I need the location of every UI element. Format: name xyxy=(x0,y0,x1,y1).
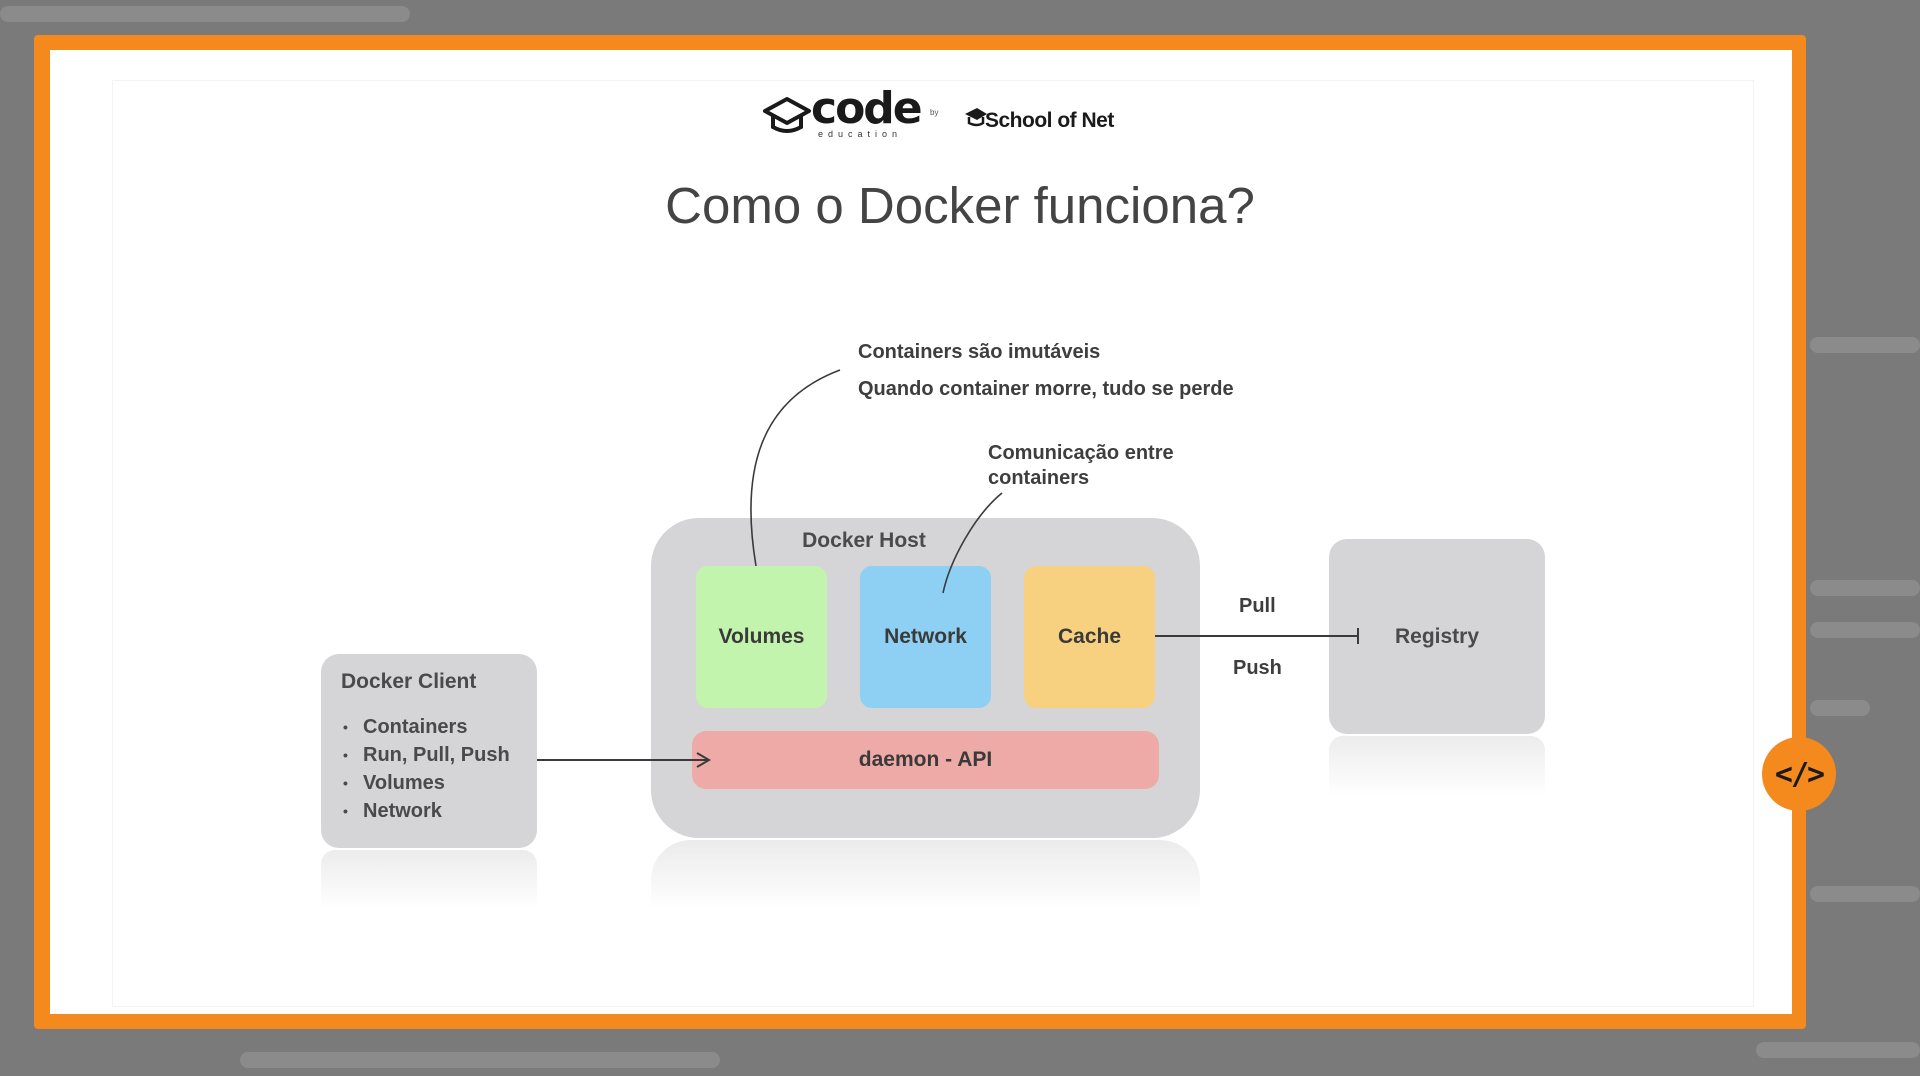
background-bar xyxy=(1810,622,1920,638)
logo-by-text: by xyxy=(930,108,939,117)
list-item-label: Containers xyxy=(363,716,468,738)
list-item-label: Volumes xyxy=(363,772,445,794)
code-logo-text: code xyxy=(811,83,923,134)
cache-block: Cache xyxy=(1024,566,1155,708)
bullet-icon: • xyxy=(343,775,348,791)
school-of-net-cap-icon xyxy=(965,108,987,127)
list-item: • Containers xyxy=(343,713,510,741)
bullet-icon: • xyxy=(343,747,348,763)
graduation-cap-icon xyxy=(763,97,811,133)
bullet-icon: • xyxy=(343,719,348,735)
list-item: • Run, Pull, Push xyxy=(343,741,510,769)
docker-client-title: Docker Client xyxy=(341,670,477,693)
background-bar xyxy=(1810,580,1920,596)
background-bar xyxy=(1810,886,1920,902)
note-network-line2: containers xyxy=(988,467,1090,489)
docker-host-label: Docker Host xyxy=(802,529,926,552)
registry-box: Registry xyxy=(1329,539,1545,734)
docker-host-reflection xyxy=(651,840,1200,910)
note-network-line1: Comunicação entre xyxy=(988,442,1174,464)
network-block: Network xyxy=(860,566,991,708)
background-bar xyxy=(240,1052,720,1068)
bullet-icon: • xyxy=(343,803,348,819)
volumes-block: Volumes xyxy=(696,566,827,708)
school-of-net-logo: School of Net xyxy=(963,108,1114,134)
code-logo-subtext: education xyxy=(818,129,903,139)
list-item: • Network xyxy=(343,797,510,825)
background-bar xyxy=(1810,337,1920,353)
school-of-net-text: School of Net xyxy=(985,109,1114,132)
push-label: Push xyxy=(1233,657,1282,679)
background-bar xyxy=(0,6,410,22)
daemon-api-block: daemon - API xyxy=(692,731,1159,789)
list-item-label: Run, Pull, Push xyxy=(363,744,510,766)
slide-content-area xyxy=(112,80,1754,1007)
docker-client-box xyxy=(321,654,537,848)
registry-reflection xyxy=(1329,736,1545,796)
list-item-label: Network xyxy=(363,800,442,822)
docker-client-list: • Containers • Run, Pull, Push • Volumes • N… xyxy=(343,713,510,825)
code-brackets-icon: </> xyxy=(1774,756,1825,792)
slide-title: Como o Docker funciona? xyxy=(665,177,1255,234)
docker-client-reflection xyxy=(321,850,537,910)
code-education-logo: code education xyxy=(763,87,923,139)
note-immutable-line1: Containers são imutáveis xyxy=(858,341,1101,363)
background-bar xyxy=(1810,700,1870,716)
code-brackets-button[interactable]: </> xyxy=(1762,737,1836,811)
list-item: • Volumes xyxy=(343,769,510,797)
background-bar xyxy=(1756,1042,1920,1058)
pull-label: Pull xyxy=(1239,595,1276,617)
note-immutable-line2: Quando container morre, tudo se perde xyxy=(858,378,1234,400)
